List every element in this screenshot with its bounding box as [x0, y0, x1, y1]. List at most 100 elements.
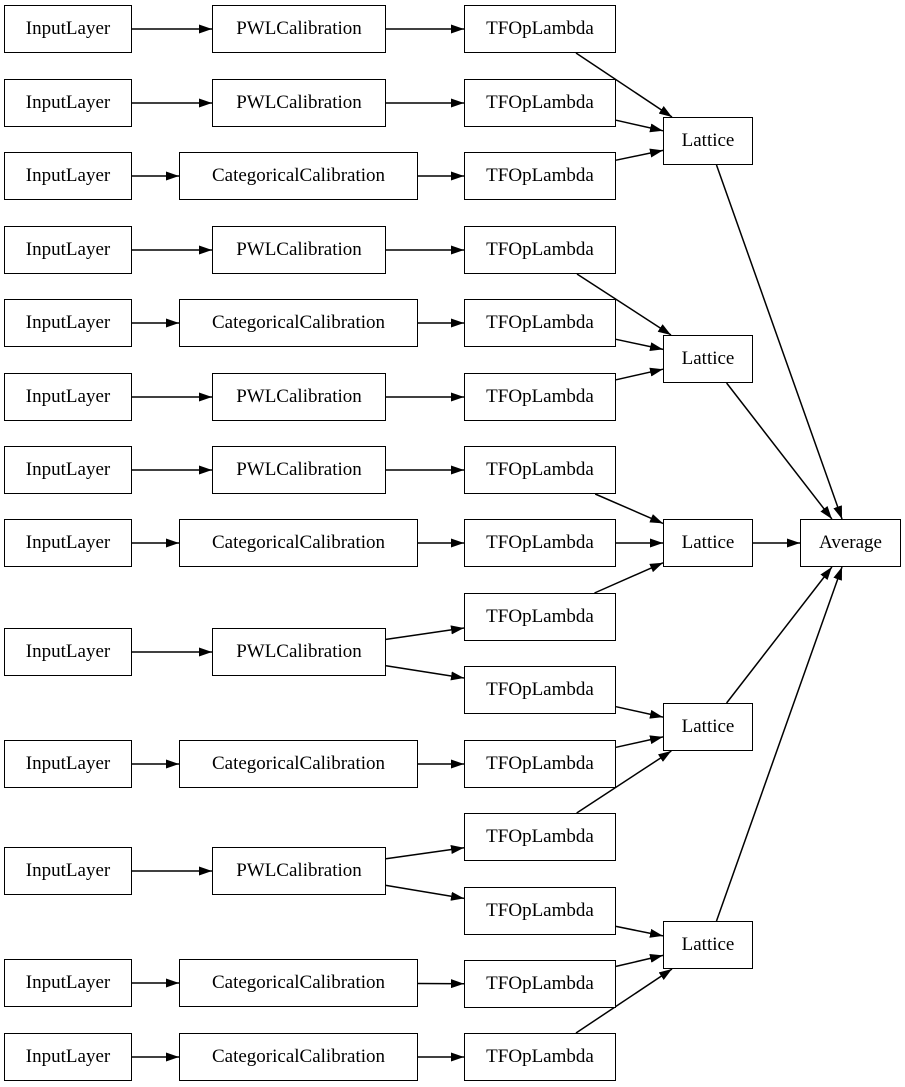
node-label: InputLayer	[25, 458, 111, 480]
node-lat4-lattice: Lattice	[663, 703, 753, 751]
node-tf9-tfoplambda: TFOpLambda	[464, 593, 616, 641]
node-label: TFOpLambda	[486, 311, 594, 333]
node-label: CategoricalCalibration	[211, 752, 386, 774]
node-label: TFOpLambda	[486, 972, 594, 994]
node-lat3-lattice: Lattice	[663, 519, 753, 567]
node-il10-inputlayer: InputLayer	[4, 740, 132, 788]
node-cal2-pwlcalibration: PWLCalibration	[212, 79, 386, 127]
edge-tf11-to-lat4	[615, 735, 664, 749]
node-label: CategoricalCalibration	[211, 164, 386, 186]
node-label: InputLayer	[25, 385, 111, 407]
edge-tf10-to-lat4	[615, 705, 664, 719]
node-tf11-tfoplambda: TFOpLambda	[464, 740, 616, 788]
node-tf3-tfoplambda: TFOpLambda	[464, 152, 616, 200]
edge-cal11-to-tf12	[385, 845, 465, 860]
node-cal8-categoricalcalibration: CategoricalCalibration	[179, 519, 418, 567]
node-label: TFOpLambda	[486, 385, 594, 407]
node-lat1-lattice: Lattice	[663, 117, 753, 165]
edge-tf7-to-lat3	[594, 493, 664, 525]
edge-tf9-to-lat3	[594, 562, 664, 594]
node-tf8-tfoplambda: TFOpLambda	[464, 519, 616, 567]
node-label: InputLayer	[25, 1045, 111, 1067]
node-lat2-lattice: Lattice	[663, 335, 753, 383]
edge-tf3-to-lat1	[615, 148, 664, 161]
node-cal3-categoricalcalibration: CategoricalCalibration	[179, 152, 418, 200]
node-tf5-tfoplambda: TFOpLambda	[464, 299, 616, 347]
node-tf4-tfoplambda: TFOpLambda	[464, 226, 616, 274]
node-label: InputLayer	[25, 531, 111, 553]
node-tf2-tfoplambda: TFOpLambda	[464, 79, 616, 127]
edges	[132, 24, 843, 1062]
node-label: TFOpLambda	[486, 899, 594, 921]
node-label: Lattice	[681, 531, 735, 553]
node-label: CategoricalCalibration	[211, 1045, 386, 1067]
node-label: TFOpLambda	[486, 825, 594, 847]
node-il9-inputlayer: InputLayer	[4, 628, 132, 676]
node-cal11-pwlcalibration: PWLCalibration	[212, 847, 386, 895]
edge-tf5-to-lat2	[615, 338, 664, 352]
edge-lat1-to-avg	[715, 164, 843, 520]
edge-tf1-to-lat1	[575, 52, 673, 118]
node-il13-inputlayer: InputLayer	[4, 1033, 132, 1081]
node-label: InputLayer	[25, 17, 111, 39]
node-cal13-categoricalcalibration: CategoricalCalibration	[179, 1033, 418, 1081]
node-il5-inputlayer: InputLayer	[4, 299, 132, 347]
node-label: CategoricalCalibration	[211, 971, 386, 993]
edge-tf15-to-lat5	[575, 968, 673, 1034]
node-tf7-tfoplambda: TFOpLambda	[464, 446, 616, 494]
node-cal9-pwlcalibration: PWLCalibration	[212, 628, 386, 676]
node-il12-inputlayer: InputLayer	[4, 959, 132, 1007]
edge-tf2-to-lat1	[615, 119, 664, 133]
node-label: InputLayer	[25, 859, 111, 881]
node-cal10-categoricalcalibration: CategoricalCalibration	[179, 740, 418, 788]
node-tf13-tfoplambda: TFOpLambda	[464, 887, 616, 935]
node-tf12-tfoplambda: TFOpLambda	[464, 813, 616, 861]
node-label: TFOpLambda	[486, 1045, 594, 1067]
edge-tf6-to-lat2	[615, 367, 664, 381]
node-label: InputLayer	[25, 752, 111, 774]
edge-cal11-to-tf13	[385, 884, 465, 901]
edge-lat2-to-avg	[726, 382, 833, 520]
node-il11-inputlayer: InputLayer	[4, 847, 132, 895]
node-il3-inputlayer: InputLayer	[4, 152, 132, 200]
node-il2-inputlayer: InputLayer	[4, 79, 132, 127]
node-cal6-pwlcalibration: PWLCalibration	[212, 373, 386, 421]
edge-tf13-to-lat5	[615, 925, 664, 938]
node-label: TFOpLambda	[486, 91, 594, 113]
node-label: InputLayer	[25, 971, 111, 993]
edge-lat4-to-avg	[726, 566, 833, 704]
edge-cal9-to-tf10	[385, 664, 465, 681]
node-label: TFOpLambda	[486, 458, 594, 480]
node-label: PWLCalibration	[236, 238, 362, 260]
node-label: InputLayer	[25, 238, 111, 260]
node-label: TFOpLambda	[486, 531, 594, 553]
node-label: InputLayer	[25, 91, 111, 113]
node-tf1-tfoplambda: TFOpLambda	[464, 5, 616, 53]
node-tf15-tfoplambda: TFOpLambda	[464, 1033, 616, 1081]
node-cal5-categoricalcalibration: CategoricalCalibration	[179, 299, 418, 347]
node-label: CategoricalCalibration	[211, 311, 386, 333]
edge-tf14-to-lat5	[615, 953, 664, 968]
node-cal7-pwlcalibration: PWLCalibration	[212, 446, 386, 494]
edge-lat5-to-avg	[715, 566, 843, 922]
node-label: Lattice	[681, 933, 735, 955]
node-label: PWLCalibration	[236, 859, 362, 881]
edge-tf12-to-lat4	[576, 750, 672, 814]
node-cal4-pwlcalibration: PWLCalibration	[212, 226, 386, 274]
node-label: TFOpLambda	[486, 678, 594, 700]
node-label: CategoricalCalibration	[211, 531, 386, 553]
node-label: PWLCalibration	[236, 91, 362, 113]
node-lat5-lattice: Lattice	[663, 921, 753, 969]
node-il4-inputlayer: InputLayer	[4, 226, 132, 274]
node-cal12-categoricalcalibration: CategoricalCalibration	[179, 959, 418, 1007]
node-tf10-tfoplambda: TFOpLambda	[464, 666, 616, 714]
node-label: InputLayer	[25, 311, 111, 333]
node-label: PWLCalibration	[236, 458, 362, 480]
node-label: TFOpLambda	[486, 605, 594, 627]
edge-cal9-to-tf9	[385, 625, 465, 641]
edge-tf4-to-lat2	[576, 273, 672, 336]
node-tf6-tfoplambda: TFOpLambda	[464, 373, 616, 421]
node-label: Average	[819, 531, 882, 553]
node-il6-inputlayer: InputLayer	[4, 373, 132, 421]
